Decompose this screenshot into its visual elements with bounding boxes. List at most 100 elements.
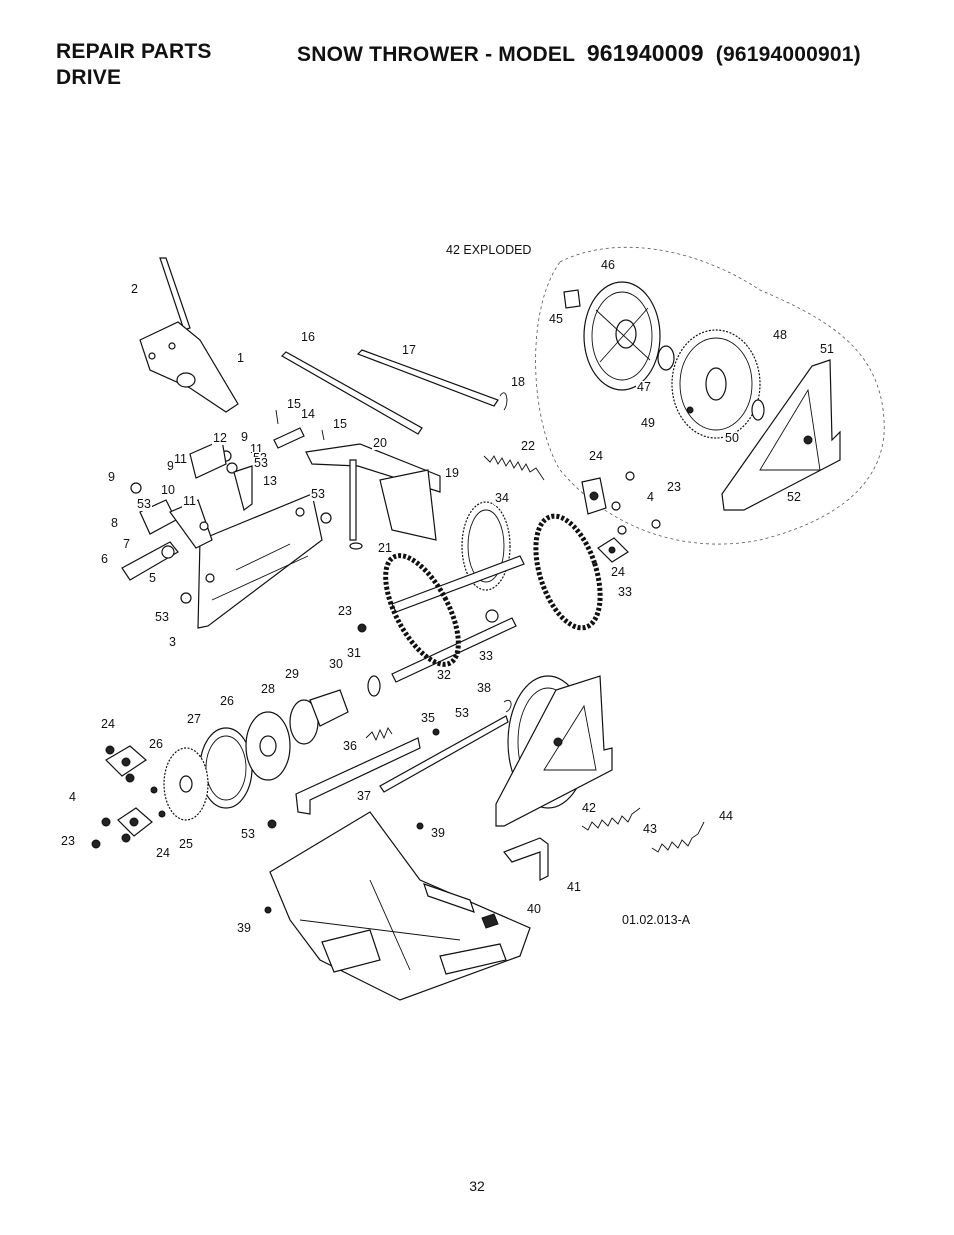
callout-16: 16 <box>300 330 316 344</box>
callout-53: 53 <box>136 497 152 511</box>
callout-26: 26 <box>219 694 235 708</box>
subsection-title: DRIVE <box>56 66 122 89</box>
callout-53: 53 <box>240 827 256 841</box>
callout-20: 20 <box>372 436 388 450</box>
part-spring-43 <box>581 807 641 831</box>
callout-23: 23 <box>60 834 76 848</box>
callout-37: 37 <box>356 789 372 803</box>
part-hub-wheel <box>563 281 661 391</box>
callout-21: 21 <box>377 541 393 555</box>
callout-3: 3 <box>168 635 177 649</box>
callout-13: 13 <box>262 474 278 488</box>
callout-32: 32 <box>436 668 452 682</box>
part-friction-wheel <box>163 675 381 821</box>
part-bracket-51 <box>721 359 841 511</box>
callout-24: 24 <box>610 565 626 579</box>
part-bracket <box>189 439 253 512</box>
callout-4: 4 <box>68 790 77 804</box>
callout-27: 27 <box>186 712 202 726</box>
callout-36: 36 <box>342 739 358 753</box>
part-bearing-flanges-left <box>91 623 512 849</box>
callout-17: 17 <box>401 343 417 357</box>
callout-35: 35 <box>420 711 436 725</box>
callout-44: 44 <box>718 809 734 823</box>
page-title: SNOW THROWER - MODEL 961940009 (96194000… <box>297 40 861 67</box>
callout-39: 39 <box>236 921 252 935</box>
section-title: REPAIR PARTS <box>56 40 212 63</box>
callout-30: 30 <box>328 657 344 671</box>
callout-10: 10 <box>160 483 176 497</box>
callout-43: 43 <box>642 822 658 836</box>
callout-33: 33 <box>478 649 494 663</box>
callout-6: 6 <box>100 552 109 566</box>
callout-24: 24 <box>100 717 116 731</box>
callout-11: 11 <box>173 452 188 466</box>
callout-24: 24 <box>588 449 604 463</box>
callout-53: 53 <box>154 610 170 624</box>
callout-5: 5 <box>148 571 157 585</box>
exploded-label: 42 EXPLODED <box>446 243 532 257</box>
callout-12: 12 <box>212 431 228 445</box>
exploded-view-outline <box>535 246 885 545</box>
part-pins <box>273 409 325 449</box>
callout-31: 31 <box>346 646 362 660</box>
part-shift-bracket <box>305 443 441 550</box>
callout-9: 9 <box>166 459 175 473</box>
callout-39: 39 <box>430 826 446 840</box>
model-number: 961940009 <box>586 40 704 66</box>
part-base-pan <box>264 811 531 1001</box>
callout-18: 18 <box>510 375 526 389</box>
part-bracket-41 <box>503 837 549 881</box>
callout-53: 53 <box>253 456 269 470</box>
callout-45: 45 <box>548 312 564 326</box>
callout-48: 48 <box>772 328 788 342</box>
part-drive-housing <box>495 675 613 827</box>
model-alt-number: (96194000901) <box>715 43 861 66</box>
part-shift-lever <box>139 257 239 413</box>
callout-29: 29 <box>284 667 300 681</box>
part-chain-right <box>533 513 603 631</box>
part-linkage <box>121 450 332 604</box>
figure-id: 01.02.013-A <box>622 913 691 927</box>
callout-1: 1 <box>236 351 245 365</box>
callout-2: 2 <box>130 282 139 296</box>
callout-34: 34 <box>494 491 510 505</box>
callout-8: 8 <box>110 516 119 530</box>
part-rods <box>281 349 508 435</box>
part-disc <box>657 329 765 439</box>
page-number: 32 <box>469 1178 485 1194</box>
title-prefix: SNOW THROWER - MODEL <box>297 43 575 66</box>
callout-15: 15 <box>332 417 348 431</box>
part-chain-left <box>383 553 461 667</box>
callout-7: 7 <box>122 537 131 551</box>
callout-38: 38 <box>476 681 492 695</box>
callout-50: 50 <box>724 431 740 445</box>
callout-33: 33 <box>617 585 633 599</box>
callout-42: 42 <box>581 801 597 815</box>
callout-53: 53 <box>454 706 470 720</box>
part-axle-shaft <box>391 555 525 683</box>
callout-15: 15 <box>286 397 302 411</box>
callout-52: 52 <box>786 490 802 504</box>
callout-41: 41 <box>566 880 582 894</box>
part-frame-plate <box>197 493 323 629</box>
callout-9: 9 <box>240 430 249 444</box>
callout-14: 14 <box>300 407 316 421</box>
callout-19: 19 <box>444 466 460 480</box>
callout-25: 25 <box>178 837 194 851</box>
callout-53: 53 <box>310 487 326 501</box>
callout-46: 46 <box>600 258 616 272</box>
callout-24: 24 <box>155 846 171 860</box>
callout-40: 40 <box>526 902 542 916</box>
part-spring-44 <box>651 821 705 853</box>
callout-4: 4 <box>646 490 655 504</box>
part-cross-shaft <box>295 715 509 815</box>
callout-51: 51 <box>819 342 835 356</box>
callout-26: 26 <box>148 737 164 751</box>
callout-23: 23 <box>666 480 682 494</box>
callout-9: 9 <box>107 470 116 484</box>
part-spring-22 <box>483 455 545 481</box>
part-bearing-flanges-right <box>581 453 661 563</box>
callout-22: 22 <box>520 439 536 453</box>
